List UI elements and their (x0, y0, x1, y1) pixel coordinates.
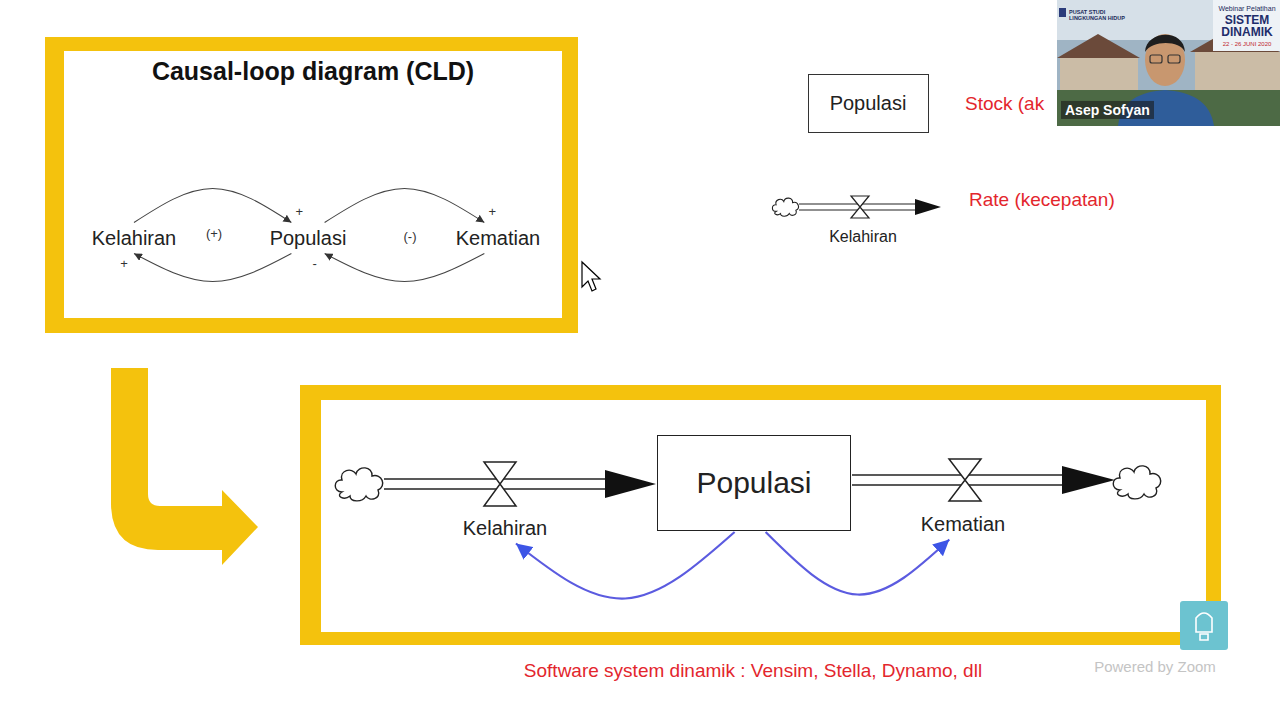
source-cloud (335, 468, 382, 501)
flow-pipe (852, 474, 1064, 476)
causal-link (325, 189, 485, 223)
mouse-cursor (582, 262, 600, 291)
legend-note: Stock (ak (965, 93, 1044, 115)
cld-variable: Populasi (267, 224, 350, 253)
event-banner (1213, 0, 1280, 51)
information-link (766, 532, 950, 595)
flow-label: Kelahiran (829, 228, 897, 246)
link-polarity: + (488, 204, 498, 219)
flow-head (605, 470, 656, 498)
valve-symbol (949, 459, 981, 501)
transition-arrow (111, 368, 258, 565)
source-cloud (772, 198, 798, 216)
person-head (1145, 34, 1185, 86)
valve-symbol (484, 462, 516, 506)
video-thumbnail (1057, 0, 1280, 126)
variable-name: Kematian (456, 227, 541, 250)
video-sky (1057, 0, 1280, 40)
institute-name: PUSAT STUDI LINGKUNGAN HIDUP (1069, 9, 1127, 22)
watermark: Powered by Zoom (1094, 658, 1216, 675)
building-wall (1195, 52, 1280, 92)
variable-name: Kelahiran (92, 227, 177, 250)
cld-variable: Kematian (453, 224, 544, 253)
flow-rate: Kelahiran (460, 514, 551, 543)
rate-name: Kelahiran (463, 517, 548, 540)
software-note: Software system dinamik : Vensim, Stella… (524, 660, 982, 682)
panel-frame (300, 385, 1221, 645)
institute-logo (1059, 8, 1066, 17)
corner-logo (1180, 601, 1228, 650)
stock-name: Populasi (696, 466, 811, 501)
flow-head (915, 199, 941, 215)
link-polarity: - (311, 256, 317, 271)
flow-pipe (852, 484, 1064, 486)
person-hair (1145, 35, 1185, 52)
participant-name: Asep Sofyan (1061, 101, 1154, 119)
stock-box: Populasi (808, 74, 929, 133)
outflow-pipe (852, 459, 1161, 501)
link-polarity: + (119, 256, 129, 271)
information-link (516, 532, 735, 599)
person-glasses (1150, 55, 1162, 63)
logo-tile (1180, 601, 1228, 650)
legend-note: Rate (kecepatan) (969, 189, 1115, 211)
loop-polarity: (+) (206, 227, 222, 242)
trees (1057, 90, 1280, 126)
causal-link (134, 189, 291, 223)
event-date: 22 - 26 JUNI 2020 (1223, 41, 1272, 48)
causal-link (325, 254, 485, 282)
panel-title: Causal-loop diagram (CLD) (64, 57, 562, 86)
cld-variable: Kelahiran (89, 224, 180, 253)
cld-panel: Causal-loop diagram (CLD) Kelahiran Popula… (45, 37, 578, 333)
loop-polarity: (-) (404, 230, 417, 245)
rate-name: Kematian (921, 513, 1006, 536)
video-sky (1057, 0, 1280, 126)
event-title: DINAMIK (1221, 26, 1272, 40)
causal-link (134, 254, 291, 282)
building-wall (1060, 58, 1138, 94)
link-polarity: + (295, 204, 305, 219)
logo-glyph (1196, 613, 1212, 640)
panel-ground (321, 400, 1206, 632)
person-glasses (1168, 55, 1180, 63)
variable-name: Populasi (270, 227, 347, 250)
inflow-pipe (335, 462, 656, 506)
event-subtitle: Webinar Pelatihan (1218, 5, 1275, 13)
stock-name: Populasi (830, 92, 907, 115)
sink-cloud (1113, 466, 1160, 499)
building-roof (1057, 34, 1140, 58)
stock-box: Populasi (657, 435, 851, 531)
valve-symbol (851, 196, 869, 218)
flow-symbol (772, 196, 941, 218)
flow-rate: Kematian (918, 510, 1009, 539)
flow-head (1062, 466, 1115, 494)
